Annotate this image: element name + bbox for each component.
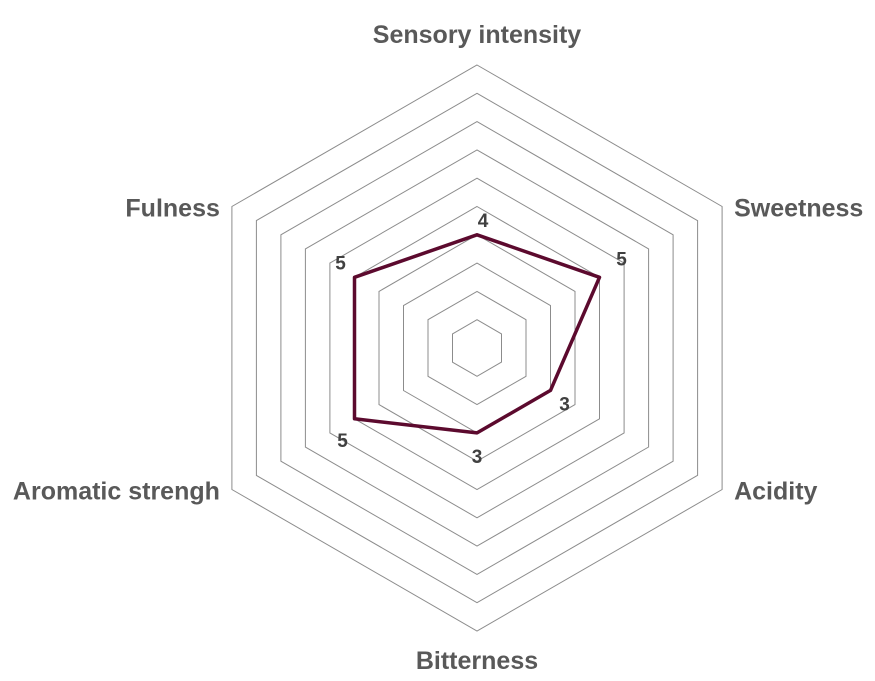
data-label-0: 4 [478,211,489,232]
category-label-4: Aromatic strengh [13,478,220,506]
grid-ring-2 [427,290,527,406]
data-label-1: 5 [616,249,627,270]
series-line-0 [352,233,602,435]
grid-ring-7 [304,149,650,547]
category-label-2: Acidity [734,478,817,506]
grid-ring-3 [403,262,551,434]
radar-series [352,233,602,435]
data-label-4: 5 [337,431,348,452]
category-label-1: Sweetness [734,195,863,223]
grid-ring-8 [280,121,674,575]
grid-ring-10 [231,64,723,632]
category-labels: Sensory intensitySweetnessAcidityBittern… [13,21,863,675]
category-label-3: Bitterness [416,647,538,675]
grid-ring-6 [329,177,625,519]
grid-ring-1 [452,319,502,377]
category-label-5: Fulness [125,195,219,223]
data-label-2: 3 [559,394,570,415]
data-label-3: 3 [472,447,483,468]
grid-ring-4 [378,234,576,462]
data-labels: 4 5 3 3 5 5 [335,211,627,468]
category-label-0: Sensory intensity [373,21,581,49]
radar-grid [231,64,723,632]
grid-ring-9 [255,92,699,604]
data-label-5: 5 [335,253,346,274]
